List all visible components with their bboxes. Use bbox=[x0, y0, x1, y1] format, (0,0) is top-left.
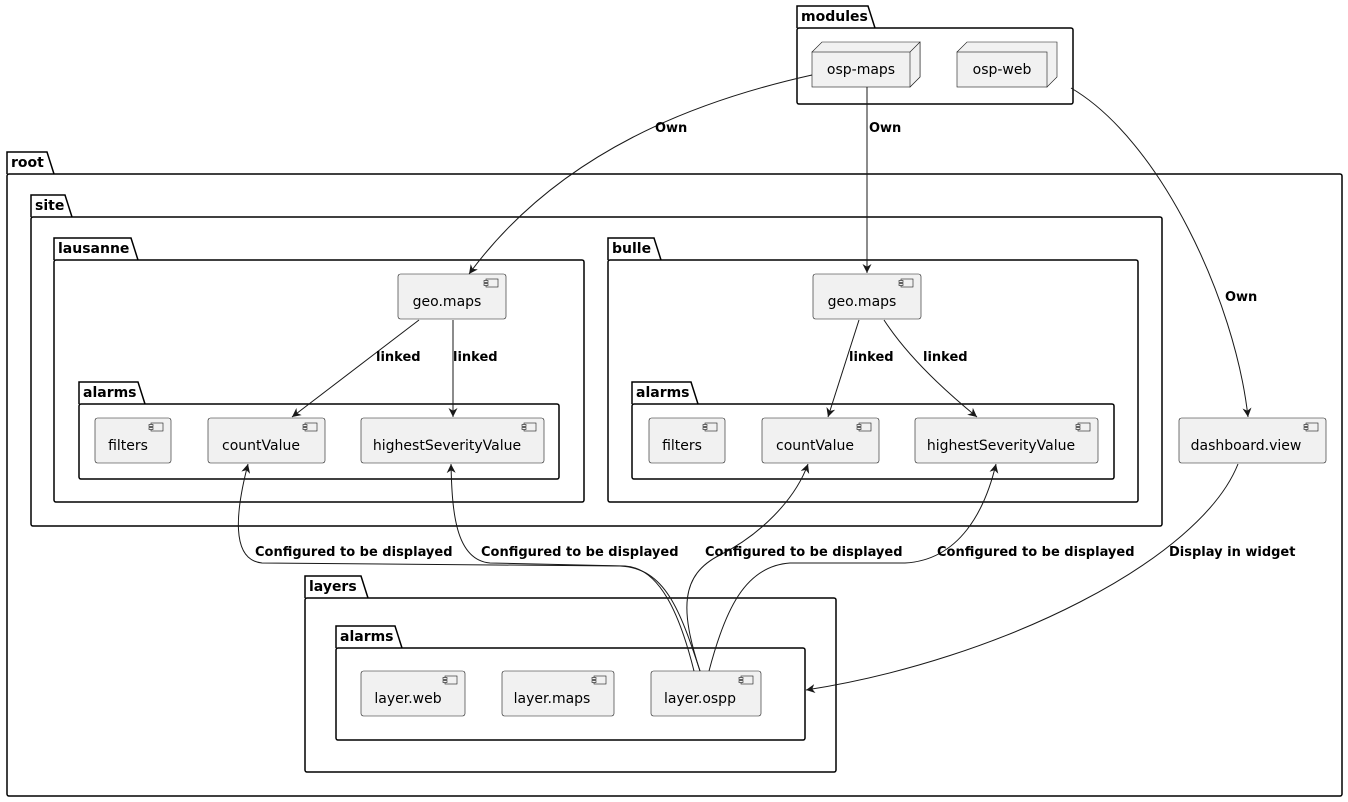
package-lausanne-label: lausanne bbox=[58, 241, 129, 257]
edge-own-bulle-label: Own bbox=[869, 121, 901, 136]
component-icon bbox=[442, 675, 458, 685]
edge-own-dashboard-label: Own bbox=[1225, 290, 1257, 305]
edge-own-lausanne bbox=[468, 74, 813, 275]
component-icon bbox=[702, 422, 718, 432]
edge-linked-lausanne-high-label: linked bbox=[453, 350, 498, 365]
edge-configured-bulle-high-label: Configured to be displayed bbox=[937, 545, 1135, 560]
package-bulle-label: bulle bbox=[612, 241, 651, 257]
edge-linked-bulle-count bbox=[826, 319, 860, 418]
component-lausanne-highestSeverityValue: highestSeverityValue bbox=[360, 417, 545, 464]
component-bulle-highestSeverityValue: highestSeverityValue bbox=[914, 417, 1099, 464]
package-modules-label: modules bbox=[801, 9, 868, 25]
component-icon bbox=[483, 278, 499, 288]
component-bulle-countValue-label: countValue bbox=[776, 438, 854, 454]
component-icon bbox=[1303, 422, 1319, 432]
component-layer-web-label: layer.web bbox=[374, 691, 441, 707]
package-root-label: root bbox=[11, 155, 44, 171]
component-bulle-highestSeverityValue-label: highestSeverityValue bbox=[927, 438, 1075, 454]
component-icon bbox=[856, 422, 872, 432]
edge-configured-lausanne-high-label: Configured to be displayed bbox=[481, 545, 679, 560]
component-lausanne-highestSeverityValue-label: highestSeverityValue bbox=[373, 438, 521, 454]
edge-linked-bulle-high bbox=[883, 319, 978, 418]
edge-configured-bulle-count-label: Configured to be displayed bbox=[705, 545, 903, 560]
component-layer-ospp: layer.ospp bbox=[650, 670, 762, 717]
component-icon bbox=[1075, 422, 1091, 432]
component-icon bbox=[148, 422, 164, 432]
component-lausanne-filters: filters bbox=[94, 417, 172, 464]
edge-display-widget bbox=[805, 463, 1239, 694]
component-dashboard-view-label: dashboard.view bbox=[1191, 438, 1302, 454]
component-icon bbox=[521, 422, 537, 432]
edge-linked-lausanne-count bbox=[291, 319, 420, 418]
component-lausanne-countValue: countValue bbox=[207, 417, 326, 464]
package-layers-alarms-label: alarms bbox=[340, 629, 394, 645]
edge-linked-bulle-high-label: linked bbox=[923, 350, 968, 365]
edge-linked-lausanne-count-label: linked bbox=[376, 350, 421, 365]
component-layer-maps: layer.maps bbox=[501, 670, 615, 717]
edge-configured-bulle-count bbox=[686, 463, 810, 672]
component-bulle-filters-label: filters bbox=[662, 438, 702, 454]
component-icon bbox=[738, 675, 754, 685]
edge-configured-lausanne-count-label: Configured to be displayed bbox=[255, 545, 453, 560]
edge-linked-bulle-count-label: linked bbox=[849, 350, 894, 365]
component-lausanne-countValue-label: countValue bbox=[222, 438, 300, 454]
node-osp-maps: osp-maps bbox=[811, 41, 921, 88]
component-layer-web: layer.web bbox=[360, 670, 466, 717]
edge-own-dashboard bbox=[1070, 87, 1252, 418]
package-lausanne-alarms-label: alarms bbox=[83, 385, 137, 401]
edge-configured-lausanne-high bbox=[446, 463, 695, 672]
component-icon bbox=[898, 278, 914, 288]
component-dashboard-view: dashboard.view bbox=[1178, 417, 1327, 464]
node-osp-web: osp-web bbox=[956, 41, 1058, 88]
package-bulle-alarms-label: alarms bbox=[636, 385, 690, 401]
component-layer-ospp-label: layer.ospp bbox=[664, 691, 736, 707]
edge-configured-bulle-high bbox=[708, 463, 999, 672]
component-lausanne-geo-maps: geo.maps bbox=[397, 273, 507, 320]
component-bulle-geo-maps-label: geo.maps bbox=[828, 294, 897, 310]
package-layers-label: layers bbox=[309, 579, 357, 595]
component-icon bbox=[302, 422, 318, 432]
component-icon bbox=[591, 675, 607, 685]
component-lausanne-filters-label: filters bbox=[108, 438, 148, 454]
package-site-label: site bbox=[35, 198, 64, 214]
component-lausanne-geo-maps-label: geo.maps bbox=[413, 294, 482, 310]
node-osp-web-label: osp-web bbox=[973, 62, 1032, 78]
edge-display-widget-label: Display in widget bbox=[1169, 545, 1295, 560]
node-osp-maps-label: osp-maps bbox=[827, 62, 895, 78]
component-bulle-filters: filters bbox=[648, 417, 726, 464]
edge-own-lausanne-label: Own bbox=[655, 121, 687, 136]
component-bulle-geo-maps: geo.maps bbox=[812, 273, 922, 320]
component-bulle-countValue: countValue bbox=[761, 417, 880, 464]
component-layer-maps-label: layer.maps bbox=[514, 691, 591, 707]
